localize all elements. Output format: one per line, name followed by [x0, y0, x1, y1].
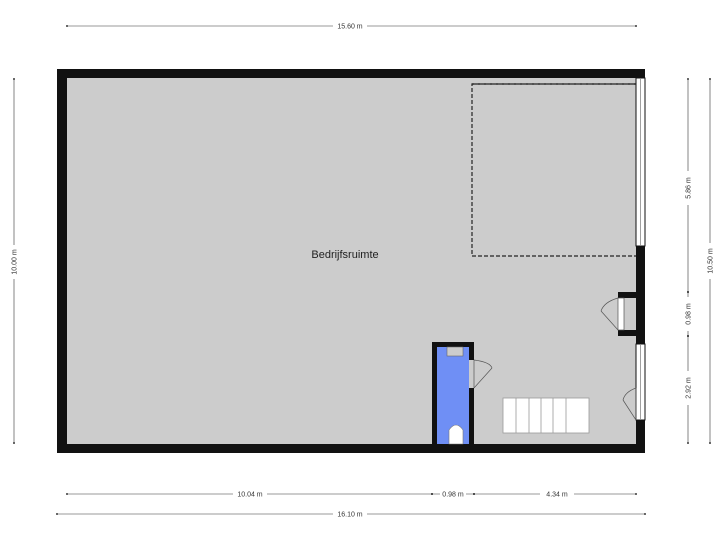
dim-bottom-seg1-label: 10.04 m	[237, 492, 262, 499]
window-right-lower	[635, 343, 646, 421]
dim-bottom-seg2-label: 0.98 m	[442, 492, 464, 499]
wall-right-mid	[636, 246, 645, 292]
wall-left	[57, 69, 67, 453]
stairs	[502, 397, 590, 434]
floor-area	[63, 75, 640, 447]
window-right-upper	[635, 77, 646, 247]
door-right-lower	[622, 387, 637, 421]
door-toilet	[473, 359, 493, 389]
wall-right-recess	[636, 292, 645, 344]
dim-right-seg3-label: 2.92 m	[686, 377, 693, 399]
toilet-room	[432, 342, 475, 452]
dim-right-seg2-label: 0.98 m	[686, 303, 693, 325]
dim-bottom-total-label: 16.10 m	[337, 512, 362, 519]
dim-top-label: 15.60 m	[337, 24, 362, 31]
dashed-zone-outline	[471, 83, 636, 257]
toilet-icon	[448, 424, 464, 445]
wall-bottom	[57, 444, 645, 453]
dim-right-total-label: 10.50 m	[708, 248, 715, 273]
dim-right-seg1-label: 5.86 m	[686, 177, 693, 199]
dimension-labels: 15.60 m 10.00 m 10.50 m 5.86 m 0.98 m 2.…	[9, 21, 715, 519]
wall-right-lower	[636, 420, 645, 453]
dim-bottom-seg3-label: 4.34 m	[546, 492, 568, 499]
wall-right-jamb-top	[618, 292, 645, 298]
dim-left-label: 10.00 m	[12, 249, 19, 274]
door-right-recess	[600, 297, 625, 331]
wall-top	[57, 69, 645, 78]
sink-icon	[446, 346, 464, 357]
room-label: Bedrijfsruimte	[311, 249, 378, 261]
outer-walls	[57, 69, 645, 453]
wall-right-jamb-bottom	[618, 330, 645, 336]
